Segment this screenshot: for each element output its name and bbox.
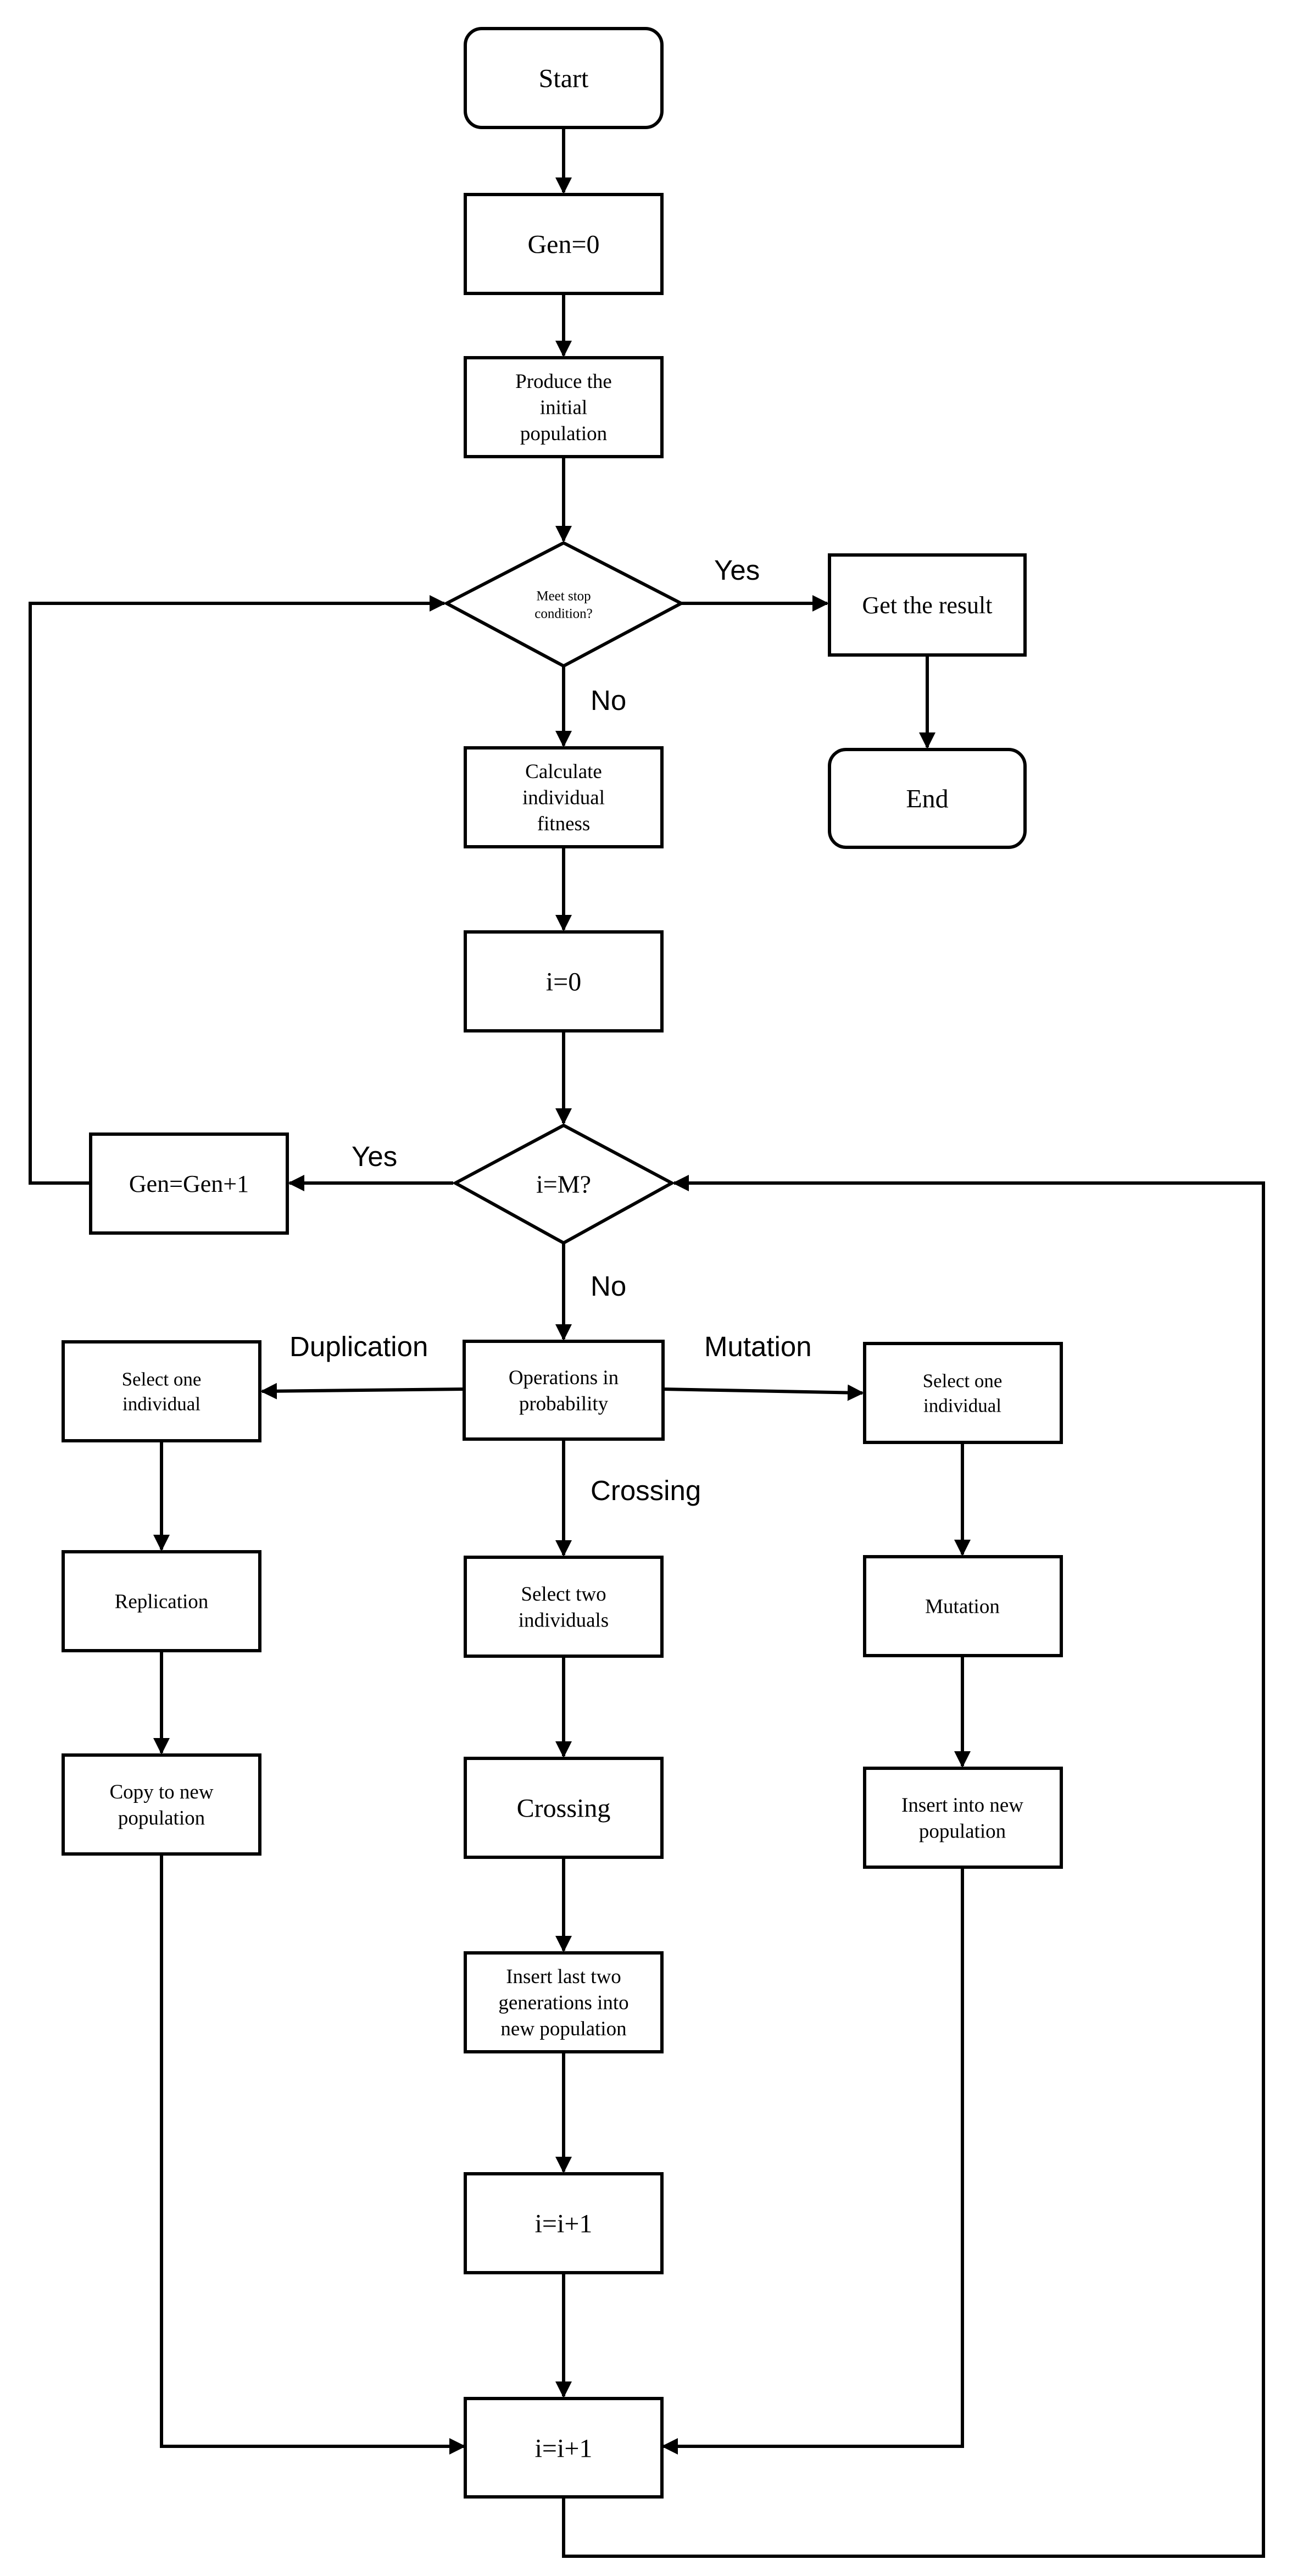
i-eq-m-label: i=M? [536, 1170, 591, 1198]
node-text-line: Select two [521, 1583, 606, 1606]
crossing-process [464, 1757, 664, 1859]
node-text-line: condition? [534, 607, 593, 621]
node-text-line: individual [122, 1393, 201, 1414]
node-text-line: Crossing [517, 1794, 611, 1823]
node-text-line: population [919, 1820, 1006, 1842]
label-crossing: Crossing [591, 1475, 701, 1506]
node-text-line: individual [522, 787, 605, 809]
label-mutation: Mutation [704, 1331, 812, 1362]
node-text-line: Select one [923, 1370, 1003, 1392]
end-label: End [906, 784, 948, 813]
mutation-process [863, 1555, 1063, 1657]
node-text-line: i=M? [536, 1170, 591, 1198]
edge-ops-duplication [260, 1383, 465, 1400]
label-stop-yes: Yes [714, 554, 760, 586]
fitness-process [464, 746, 664, 848]
edge-insertnew-to-iincbottom [661, 1867, 964, 2455]
i0-label: i=0 [546, 967, 581, 996]
node-text-line: Meet stop [536, 589, 591, 604]
node-text-line: Gen=0 [527, 230, 599, 259]
select-two-process [464, 1556, 664, 1658]
node-text-line: individuals [519, 1609, 609, 1631]
node-text-line: Copy to new [109, 1781, 213, 1803]
stop-condition-decision [443, 541, 685, 668]
node-text-line: Operations in [509, 1367, 619, 1389]
connectors [29, 127, 1265, 2558]
node-text-line: generations into [498, 1992, 628, 2014]
label-stop-no: No [591, 685, 626, 716]
node-text-line: i=i+1 [535, 2434, 593, 2463]
mutation-label: Mutation [925, 1596, 1000, 1618]
get-result-label: Get the result [862, 592, 992, 619]
fitness-label: Calculate individual fitness [522, 760, 605, 835]
node-shapes [62, 27, 1063, 2499]
node-text-line: probability [519, 1392, 609, 1415]
label-m-yes: Yes [352, 1141, 397, 1172]
node-text-line: individual [923, 1395, 1001, 1416]
init-pop-label: Produce the initial population [515, 370, 612, 445]
insert-two-process [464, 1951, 664, 2053]
label-m-no: No [591, 1270, 626, 1302]
copy-pop-process [62, 1753, 261, 1856]
insert-new-label: Insert into new population [901, 1794, 1023, 1842]
node-text-line: i=i+1 [535, 2209, 593, 2238]
gen-inc-label: Gen=Gen+1 [129, 1170, 249, 1197]
gen0-label: Gen=0 [527, 230, 599, 259]
node-text-line: Replication [115, 1591, 209, 1613]
edge-ops-mutation [662, 1384, 864, 1401]
node-text-line: Start [539, 64, 589, 93]
node-text-line: i=0 [546, 967, 581, 996]
node-text-line: fitness [537, 813, 591, 835]
node-text-line: End [906, 784, 948, 813]
label-duplication: Duplication [289, 1331, 428, 1362]
i-inc-mid-label: i=i+1 [535, 2209, 593, 2238]
select-one-left-label: Select one individual [122, 1369, 202, 1415]
insert-new-process [863, 1767, 1063, 1869]
node-text-line: initial [540, 397, 587, 419]
select-one-left-process [62, 1340, 261, 1442]
node-text-line: population [118, 1807, 205, 1829]
select-one-right-process [863, 1342, 1063, 1444]
start-terminal [464, 27, 664, 129]
start-label: Start [539, 64, 589, 93]
init-pop-process [464, 356, 664, 458]
crossing-label: Crossing [517, 1794, 611, 1823]
gen-inc-process [89, 1132, 289, 1235]
node-text-line: Calculate [525, 760, 602, 783]
node-text-line: Mutation [925, 1596, 1000, 1618]
node-labels: Start Gen=0 Produce the initial population… [109, 64, 1023, 2463]
node-text-line: Insert into new [901, 1794, 1023, 1817]
node-text-line: Get the result [862, 592, 992, 619]
end-terminal [828, 748, 1027, 849]
select-two-label: Select two individuals [519, 1583, 609, 1631]
node-text-line: Select one [122, 1369, 202, 1390]
replication-label: Replication [115, 1591, 209, 1613]
i0-process [464, 930, 664, 1032]
node-text-line: Produce the [515, 370, 612, 393]
copy-pop-label: Copy to new population [109, 1781, 213, 1829]
insert-two-label: Insert last two generations into new popul… [498, 1966, 628, 2040]
gen0-process [464, 193, 664, 295]
node-text-line: Gen=Gen+1 [129, 1170, 249, 1197]
ops-prob-process [463, 1340, 665, 1441]
ops-prob-label: Operations in probability [509, 1367, 619, 1415]
edge-copy-to-iincbottom [160, 1854, 466, 2455]
get-result-process [828, 553, 1027, 657]
i-inc-mid-process [464, 2172, 664, 2274]
edge-labels: Yes No Yes No Duplication Mutation Cross… [289, 554, 812, 1506]
node-text-line: population [520, 423, 607, 445]
i-inc-bottom-label: i=i+1 [535, 2434, 593, 2463]
replication-process [62, 1550, 261, 1652]
edge-geninc-loop-stopcond [29, 595, 446, 1185]
node-text-line: Insert last two [506, 1966, 621, 1988]
stop-condition-label: Meet stop condition? [534, 589, 593, 621]
edge-iincbottom-loop-ieqm [562, 1175, 1265, 2558]
node-text-line: new population [500, 2018, 626, 2040]
i-eq-m-decision [452, 1123, 676, 1245]
i-inc-bottom-process [464, 2397, 664, 2499]
select-one-right-label: Select one individual [923, 1370, 1003, 1417]
